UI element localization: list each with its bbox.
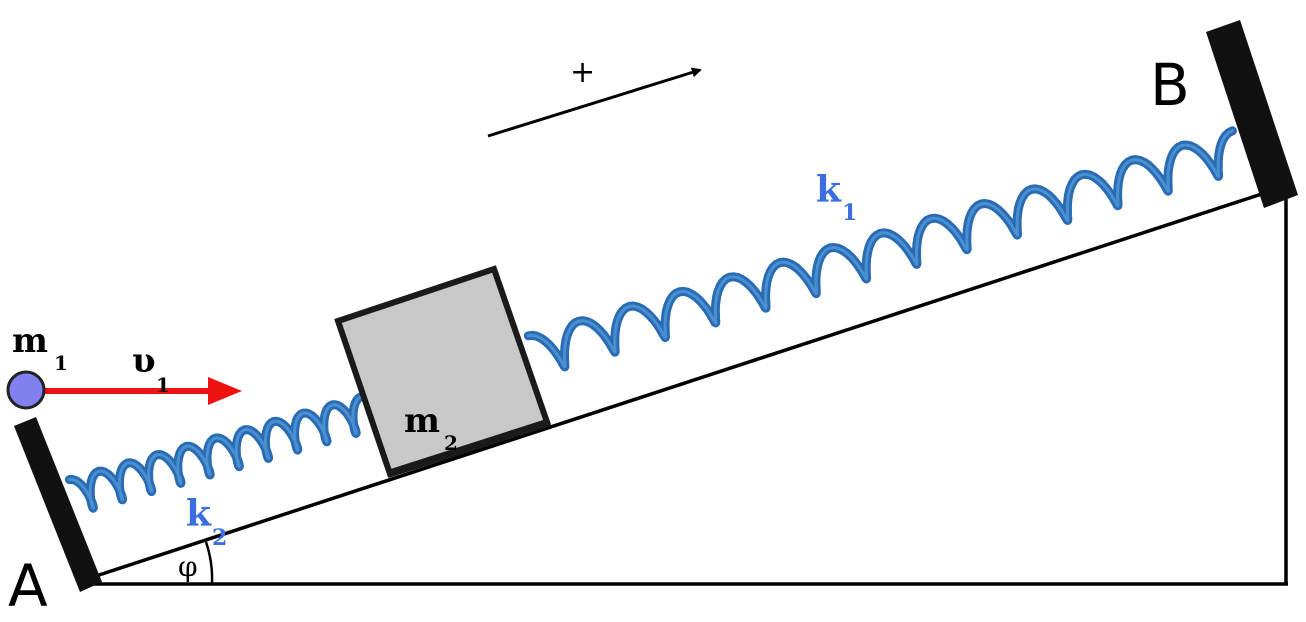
ball-m1: [6, 370, 46, 410]
spring-k2: [64, 392, 366, 513]
wall-a-icon: [14, 417, 102, 592]
spring-coil-highlight: [67, 395, 363, 510]
angle-arc: [204, 541, 214, 585]
label-spring-k2-sub: 2: [212, 525, 227, 551]
label-spring-k2: k: [186, 493, 212, 535]
label-velocity-1-sub: 1: [156, 373, 170, 397]
label-spring-k1-sub: 1: [842, 200, 857, 226]
velocity-arrow-icon: [36, 377, 242, 405]
wall-b-icon: [1206, 20, 1298, 208]
positive-direction-arrow-icon: [487, 67, 702, 138]
block-m2: [334, 265, 552, 478]
label-spring-k1: k: [816, 169, 842, 211]
label-point-a: A: [8, 552, 48, 620]
label-velocity-1: υ: [132, 341, 156, 381]
spring-k1: [523, 126, 1237, 372]
label-angle: φ: [178, 550, 198, 583]
label-mass-1: m: [12, 321, 48, 361]
incline-surface: [95, 184, 1287, 578]
label-mass-2: m: [404, 401, 440, 441]
label-positive-direction: +: [570, 55, 595, 90]
label-mass-1-sub: 1: [54, 351, 68, 375]
spring-coil: [64, 392, 366, 513]
block-base: [386, 418, 552, 478]
label-mass-2-sub: 2: [444, 431, 458, 455]
block-body: [334, 265, 551, 478]
spring-coil: [523, 126, 1237, 372]
spring-coil-highlight: [526, 129, 1234, 369]
incline-triangle: [92, 184, 1288, 586]
label-point-b: B: [1150, 51, 1190, 119]
